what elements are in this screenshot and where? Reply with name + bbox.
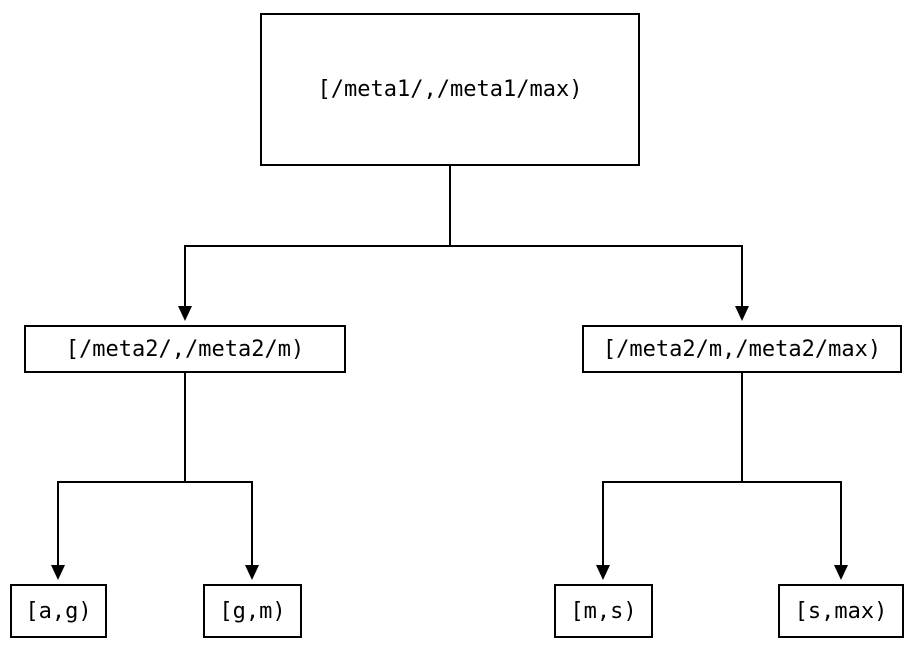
- tree-node-leaf-g-m: [g,m): [203, 584, 302, 638]
- arrowhead-leaf-m-s-icon: [596, 565, 610, 580]
- tree-node-leaf-m-s: [m,s): [554, 584, 653, 638]
- tree-node-leaf-s-max: [s,max): [778, 584, 904, 638]
- edge-meta2-lower-to-children: [51, 373, 259, 580]
- arrowhead-meta2-upper-icon: [735, 306, 749, 321]
- arrowhead-leaf-a-g-icon: [51, 565, 65, 580]
- edge-root-to-children: [178, 166, 749, 321]
- arrowhead-meta2-lower-icon: [178, 306, 192, 321]
- arrowhead-leaf-s-max-icon: [834, 565, 848, 580]
- tree-node-root: [/meta1/,/meta1/max): [260, 13, 640, 166]
- arrowhead-leaf-g-m-icon: [245, 565, 259, 580]
- edge-meta2-upper-to-children: [596, 373, 848, 580]
- tree-node-meta2-upper: [/meta2/m,/meta2/max): [582, 325, 902, 373]
- tree-node-meta2-lower: [/meta2/,/meta2/m): [24, 325, 346, 373]
- tree-node-leaf-a-g: [a,g): [10, 584, 107, 638]
